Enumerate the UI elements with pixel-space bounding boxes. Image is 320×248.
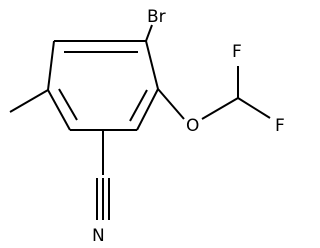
nitrogen-label: N <box>92 226 105 246</box>
bond-c-o <box>157 88 185 120</box>
ring-double-bond-right <box>129 89 148 122</box>
ring-bond-c5-c6 <box>47 89 71 131</box>
bond-c-br <box>145 24 153 42</box>
bond-ch-f-bottom <box>237 97 271 119</box>
ring-double-bond-left <box>58 88 78 121</box>
bromine-label: Br <box>147 7 166 27</box>
molecule-structure: Br O F F N <box>9 7 285 246</box>
ring-bond-c3-c4 <box>136 88 159 131</box>
bond-o-ch <box>201 97 239 120</box>
oxygen-label: O <box>186 116 199 136</box>
fluorine-top-label: F <box>232 42 242 62</box>
ring-bond-c2-c3 <box>145 40 159 90</box>
benzene-ring <box>47 40 159 131</box>
fluorine-bottom-label: F <box>275 116 285 136</box>
bond-c-methyl <box>9 89 49 113</box>
ring-bond-c6-c1 <box>47 40 55 91</box>
